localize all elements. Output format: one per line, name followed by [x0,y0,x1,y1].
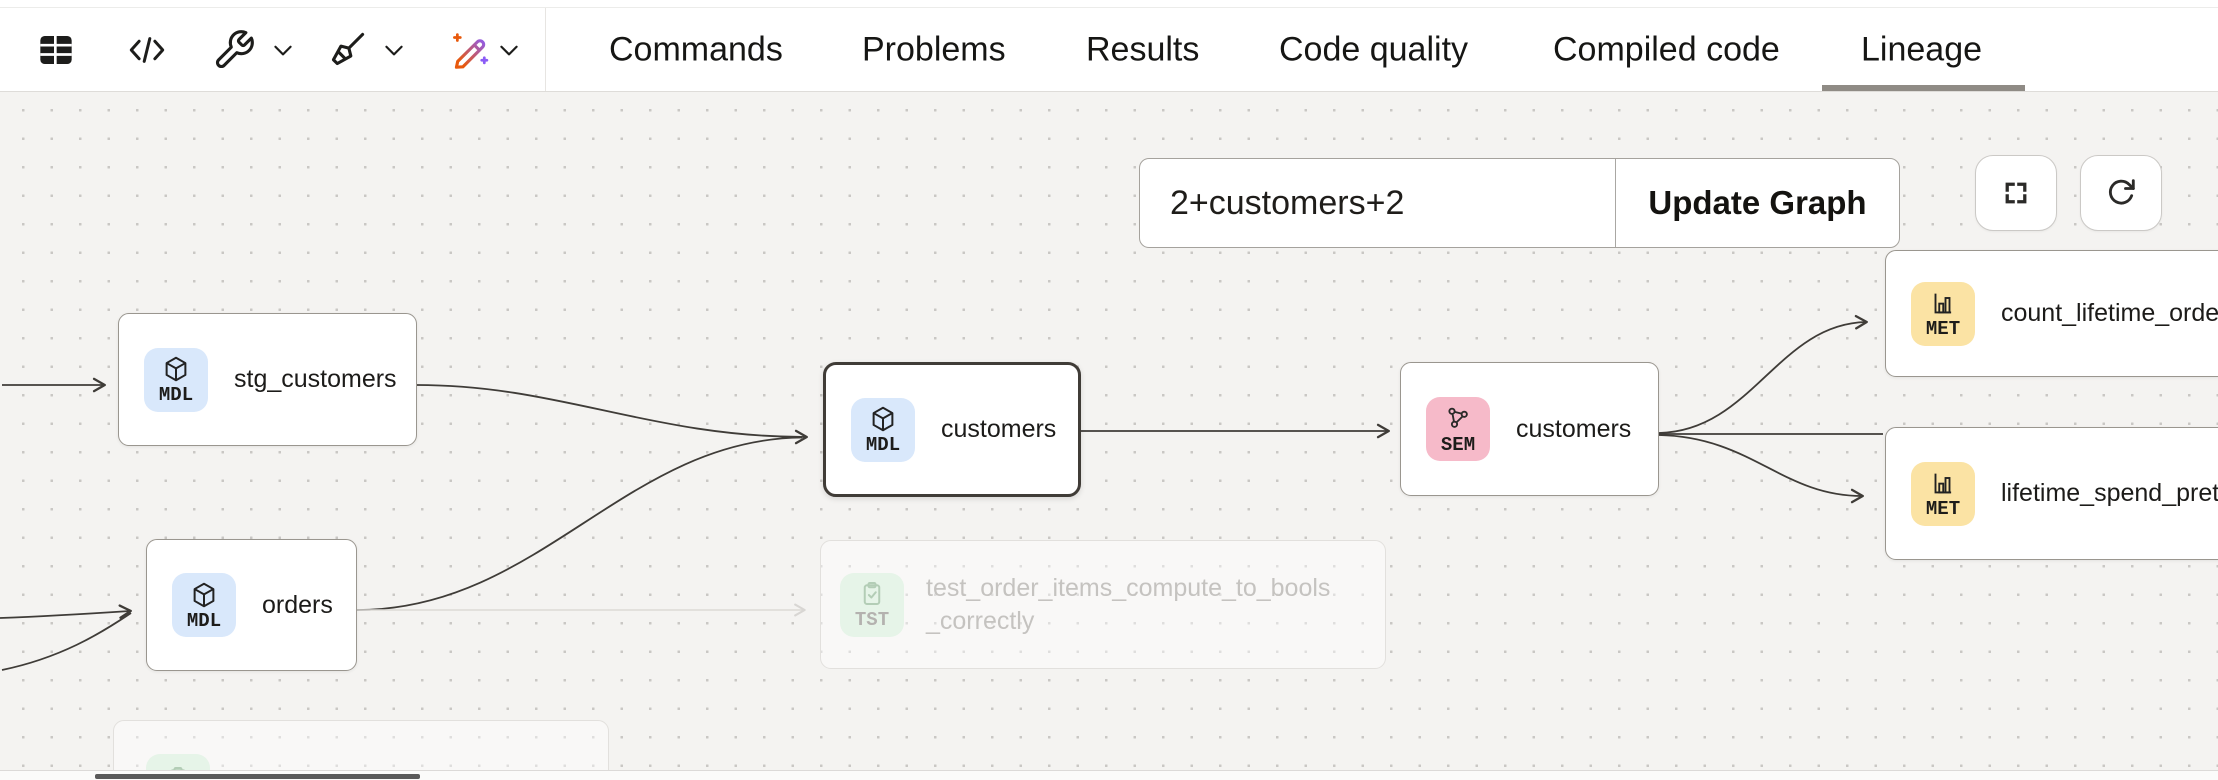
graph-node-lifetime-spend[interactable]: MET lifetime_spend_preta [1885,427,2218,560]
edge-sem-to-lifetime-spend [1658,434,1864,504]
edge-orders-to-customers [356,436,803,611]
select-input-wrap [1140,159,1616,247]
graph-node-count-lifetime-order[interactable]: MET count_lifetime_order [1885,250,2218,377]
toolbar-divider [545,8,546,91]
edge-sem-to-count-lifetime [1658,314,1868,434]
table-icon[interactable] [36,30,76,70]
broom-icon[interactable] [325,28,369,72]
node-label: customers [941,415,1057,443]
badge-label: SEM [1440,433,1476,456]
tab-lineage[interactable]: Lineage [1861,30,1983,68]
lineage-edges [0,314,1883,671]
active-tab-underline [1822,85,2025,91]
graph-node-customers-model-selected[interactable]: MDL customers [823,362,1081,497]
panel-toolbar: Commands Problems Results Code quality C… [0,8,2218,92]
graph-node-customers-semantic[interactable]: SEM customers [1400,362,1659,496]
lineage-select-control: Update Graph [1139,158,1900,248]
graph-node-test-order-items[interactable]: TST test_order_items_compute_to_bools _c… [820,540,1386,669]
metric-badge: MET [1911,281,1975,346]
wrench-icon[interactable] [212,28,256,72]
clipboard-check-icon [170,767,186,770]
model-badge: MDL [144,347,208,412]
refresh-button[interactable] [2080,155,2162,231]
badge-label: MDL [158,384,194,406]
test-badge: TST [840,572,904,637]
node-label: customers [1516,414,1632,443]
metric-badge: MET [1911,461,1975,526]
magic-pencil-icon[interactable] [448,28,492,72]
tab-compiled-code[interactable]: Compiled code [1553,30,1780,68]
update-graph-button[interactable]: Update Graph [1648,184,1867,221]
node-label: stg_customers [234,365,397,393]
code-icon[interactable] [126,29,168,71]
panel-bottom-strip [0,770,2218,780]
cube-icon [193,582,215,607]
node-label: lifetime_spend_preta [2001,479,2218,507]
badge-label: TST [854,609,890,631]
cube-icon [872,406,894,432]
tab-results[interactable]: Results [1086,30,1200,68]
chevron-down-icon[interactable] [381,37,407,63]
tab-code-quality[interactable]: Code quality [1279,30,1469,68]
badge-label: MET [1925,318,1961,340]
tab-commands[interactable]: Commands [609,30,783,68]
horizontal-scrollbar-thumb[interactable] [95,774,420,779]
badge-label: MDL [186,609,222,632]
graph-node-stg-customers[interactable]: MDL stg_customers [118,313,417,446]
fullscreen-button[interactable] [1975,155,2057,231]
refresh-icon [2108,179,2135,205]
network-icon [1448,407,1468,428]
bar-chart-icon [1934,293,1952,314]
node-label: count_lifetime_order [2001,299,2218,327]
badge-label: MDL [865,434,901,456]
cube-icon [165,356,187,382]
node-label: orders [262,590,333,619]
lineage-select-input[interactable] [1140,183,1615,223]
graph-node-orders[interactable]: MDL orders [146,539,357,671]
edge-into-orders-b [1,612,132,671]
tab-problems[interactable]: Problems [862,30,1006,68]
bar-chart-icon [1934,473,1952,494]
model-badge: MDL [172,573,236,637]
node-label: test_order_items_compute_to_bools _corre… [926,573,1331,635]
badge-label: MET [1925,498,1961,520]
lineage-canvas[interactable]: MDL stg_customers MDL orders MDL custome… [0,92,2218,770]
chevron-down-icon[interactable] [270,37,296,63]
edge-into-orders-a [0,604,132,619]
chevron-down-icon[interactable] [496,37,522,63]
semantic-badge: SEM [1426,397,1490,461]
editor-top-strip [0,0,2218,8]
model-badge: MDL [851,397,915,462]
test-badge [146,754,210,770]
fullscreen-icon [2005,182,2027,204]
clipboard-check-icon [863,582,881,605]
edge-stg-customers-to-customers [416,384,808,445]
graph-node-clipped-test[interactable] [113,720,609,770]
